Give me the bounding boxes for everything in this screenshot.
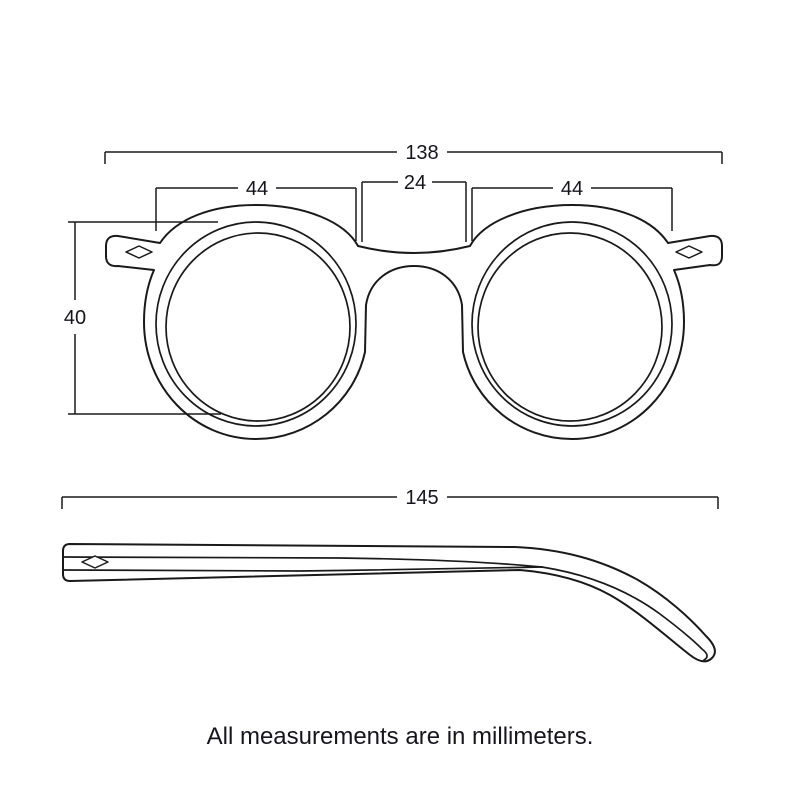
temple-core-top-line [62,556,543,568]
dimension-bridge-width: 24 [361,172,467,242]
dim-label-lens-height: 40 [64,307,86,329]
dimension-temple-length: 145 [61,487,719,509]
left-lens-edge [165,232,351,422]
dimension-total-width: 138 [104,142,723,164]
left-rivet-diamond-icon [125,245,153,259]
frame-front-outline [105,204,723,440]
dim-lines-bridge-width [361,181,467,242]
side-view-temple [62,543,716,663]
dim-lines-total-width [104,151,723,164]
front-view [105,204,723,440]
dim-label-bridge-width: 24 [404,172,426,194]
dimension-right-lens-width: 44 [471,178,673,241]
dim-lines-temple-length [61,496,719,509]
temple-bend-line [541,566,708,661]
dim-lines-lens-height [68,221,221,415]
right-lens-inner-rim [471,221,673,427]
dim-label-right-lens-width: 44 [561,178,583,200]
dim-label-total-width: 138 [405,142,438,164]
dim-lines-right-lens-width [471,187,673,241]
dim-label-temple-length: 145 [405,487,438,509]
temple-core-bottom-line [62,566,543,572]
right-rivet-diamond-icon [675,245,703,259]
dim-lines-left-lens-width [155,187,357,241]
right-lens-edge [477,232,663,422]
temple-outline [62,543,716,663]
dimension-lens-height: 40 [64,221,221,415]
caption-text: All measurements are in millimeters. [207,723,594,750]
temple-rivet-diamond-icon [81,555,109,569]
dim-label-left-lens-width: 44 [246,178,268,200]
dimension-left-lens-width: 44 [155,178,357,241]
left-lens-inner-rim [155,221,357,427]
